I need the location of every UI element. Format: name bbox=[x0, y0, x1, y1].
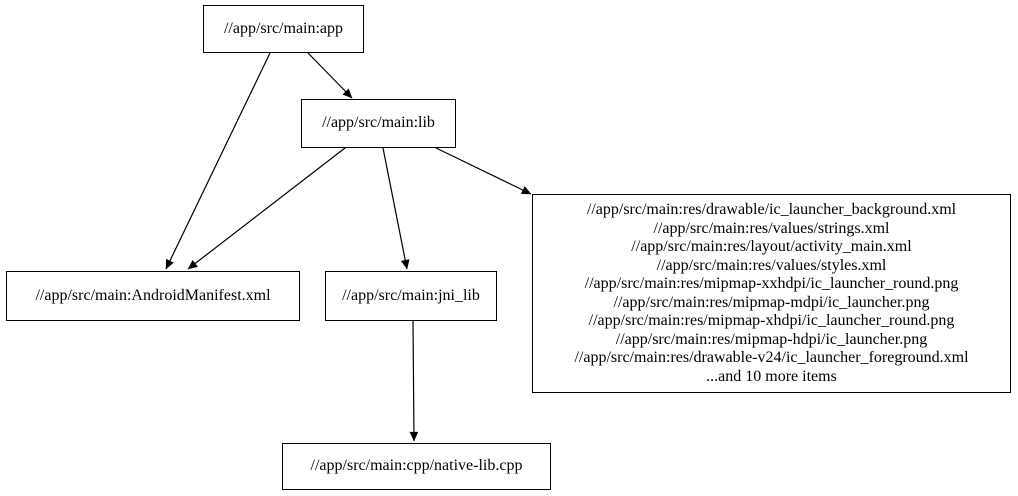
resource-item: //app/src/main:res/mipmap-xhdpi/ic_launc… bbox=[588, 312, 955, 329]
edge-lib-to-android-manifest bbox=[187, 147, 346, 270]
node-lib-target: //app/src/main:lib bbox=[301, 99, 456, 148]
resource-item: //app/src/main:res/drawable/ic_launcher_… bbox=[586, 201, 957, 218]
edge-app-to-lib bbox=[307, 52, 353, 99]
resource-item: //app/src/main:res/mipmap-hdpi/ic_launch… bbox=[615, 330, 928, 348]
edge-app-to-android-manifest bbox=[165, 52, 271, 270]
resource-item: //app/src/main:res/mipmap-xxhdpi/ic_laun… bbox=[584, 275, 959, 292]
resource-item: //app/src/main:res/values/styles.xml bbox=[656, 256, 887, 274]
node-app-target: //app/src/main:app bbox=[203, 5, 364, 53]
resource-more-items: ...and 10 more items bbox=[706, 367, 837, 385]
node-android-manifest: //app/src/main:AndroidManifest.xml bbox=[6, 271, 300, 321]
node-app-label: //app/src/main:app bbox=[223, 19, 344, 37]
resource-item: //app/src/main:res/drawable-v24/ic_launc… bbox=[574, 349, 969, 366]
node-jni-lib: //app/src/main:jni_lib bbox=[325, 271, 497, 321]
resource-item: //app/src/main:res/layout/activity_main.… bbox=[631, 238, 912, 255]
node-resources-group: //app/src/main:res/drawable/ic_launcher_… bbox=[532, 194, 1011, 393]
node-native-lib-label: //app/src/main:cpp/native-lib.cpp bbox=[310, 457, 523, 475]
node-lib-label: //app/src/main:lib bbox=[322, 114, 435, 132]
resource-item: //app/src/main:res/mipmap-mdpi/ic_launch… bbox=[613, 293, 930, 311]
edge-lib-to-resources bbox=[435, 147, 532, 195]
node-android-manifest-label: //app/src/main:AndroidManifest.xml bbox=[35, 286, 271, 304]
resource-item: //app/src/main:res/values/strings.xml bbox=[653, 219, 890, 237]
edge-lib-to-jni-lib bbox=[382, 147, 410, 270]
node-jni-lib-label: //app/src/main:jni_lib bbox=[342, 286, 480, 304]
edge-jni-lib-to-native-lib bbox=[409, 320, 419, 442]
node-native-lib-cpp: //app/src/main:cpp/native-lib.cpp bbox=[282, 443, 551, 490]
